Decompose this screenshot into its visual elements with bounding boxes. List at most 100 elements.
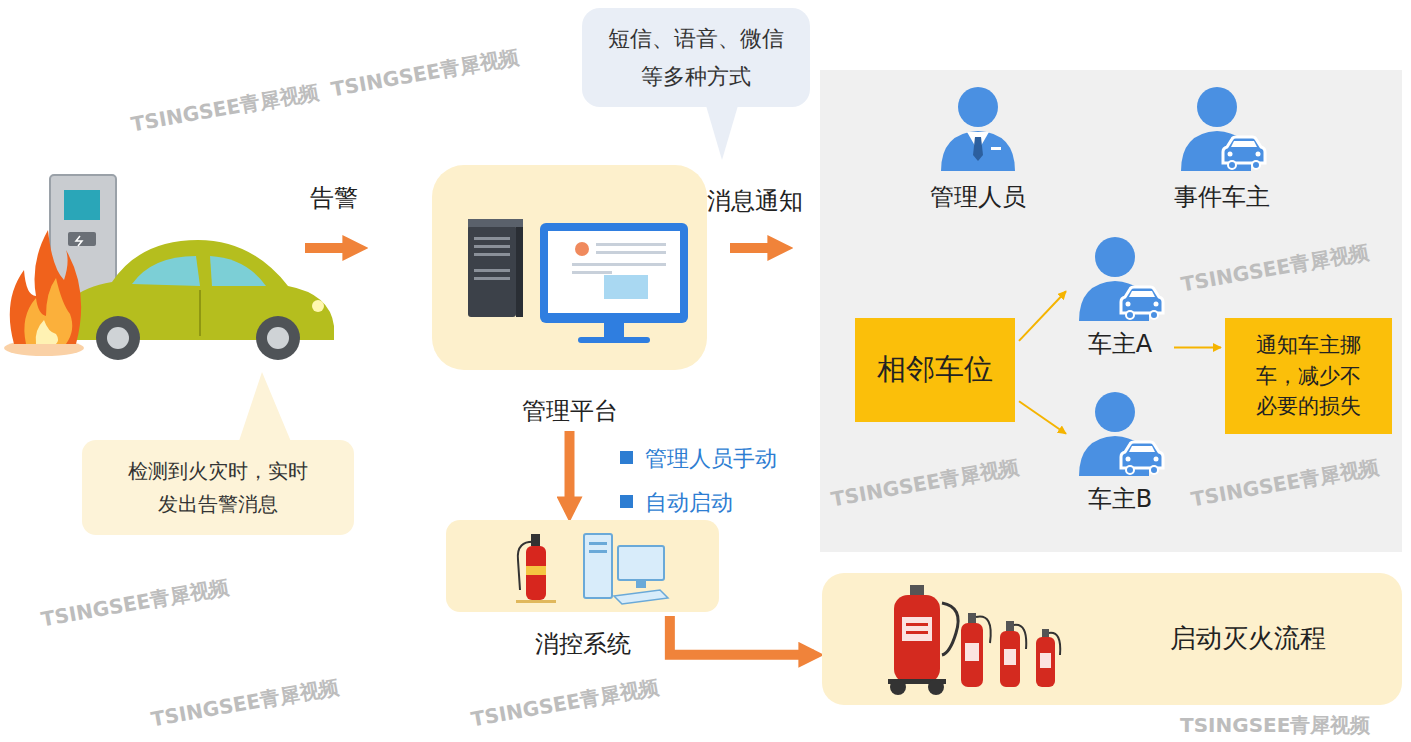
car-illustration: [312, 300, 324, 312]
watermark-text: TSINGSEE青犀视频: [1189, 454, 1381, 514]
extinguisher-group-icon: [1036, 637, 1055, 687]
server-monitor-icon: [468, 219, 523, 227]
charger-illustration: [68, 232, 96, 246]
node-text: 短信、语音、微信 等多种方式: [603, 20, 789, 95]
node-text: 启动灭火流程: [1170, 622, 1326, 656]
extinguisher-group-icon: [894, 595, 940, 683]
alarm-arrow: [305, 243, 358, 253]
person-node: 车主A: [1070, 235, 1170, 360]
watermark-text: TSINGSEE青犀视频: [329, 44, 521, 104]
owner-person-icon: [1228, 161, 1236, 169]
owner-person-icon: [1075, 235, 1165, 321]
flame-illustration: [36, 320, 58, 344]
server-monitor-icon: [572, 263, 666, 266]
extinguisher-group-icon: [1006, 621, 1014, 631]
server-monitor-icon: [474, 269, 510, 272]
fire-control-icon: [526, 566, 546, 575]
fire-control-icon: [636, 580, 646, 588]
owner-person-icon: [1223, 137, 1265, 163]
extinguisher-group-icon: [1004, 649, 1016, 665]
bullet-label: 自动启动: [645, 488, 733, 518]
car-illustration: [96, 316, 140, 360]
charger-illustration: [76, 236, 82, 246]
fire-control-icon: [618, 546, 664, 580]
extinguisher-group-icon: [965, 643, 979, 661]
fire-control-icon: [531, 534, 540, 546]
flow-arrow: [565, 431, 575, 512]
owner-person-icon: [1256, 152, 1261, 157]
owner-person-icon: [1228, 152, 1233, 157]
server-monitor-icon: [516, 223, 523, 317]
manager-person-icon: [941, 131, 1015, 171]
extinguisher-group-icon: [1000, 621, 1026, 687]
extinguisher-group-icon: [906, 631, 928, 634]
owner-person-icon: [1154, 457, 1159, 462]
manager-person-icon: [973, 137, 983, 161]
arrow-label: 消息通知: [707, 185, 803, 217]
watermark-text: TSINGSEE青犀视频: [129, 79, 321, 139]
owner-person-icon: [1231, 141, 1257, 147]
node-text: 相邻车位: [877, 351, 993, 389]
server-monitor-icon: [578, 337, 650, 343]
node-text: 车主B: [1088, 483, 1152, 515]
extinguisher-group-icon: [1042, 629, 1049, 638]
fire-control-icon: [614, 590, 668, 604]
flow-arrow: [1019, 291, 1066, 341]
server-monitor-icon: [474, 253, 510, 256]
node-text: 检测到火灾时，实时 发出告警消息: [122, 455, 314, 521]
owner-person-icon: [1197, 87, 1237, 127]
bullet-square: [620, 495, 633, 508]
node-text: 车主A: [1088, 328, 1152, 360]
car-illustration: [132, 256, 200, 286]
flame-illustration: [10, 230, 81, 344]
server-monitor-icon: [604, 323, 624, 337]
owner-person-icon: [1223, 137, 1265, 169]
box-shape: [446, 520, 719, 612]
callout-tail: [238, 372, 292, 444]
car-illustration: [267, 327, 289, 349]
node-text: 管理人员: [930, 181, 1026, 213]
fire-control-icon: [584, 534, 612, 598]
extinguisher-group-icon: [961, 613, 991, 687]
node-text: 通知车主挪 车，减少不 必要的损失: [1249, 330, 1369, 421]
extinguisher-group-icon: [961, 623, 983, 687]
server-monitor-icon: [575, 242, 589, 256]
charger-illustration: [64, 190, 100, 220]
fire-control-icon: [589, 550, 607, 553]
server-monitor-icon: [572, 271, 612, 274]
owner-person-icon: [1126, 302, 1131, 307]
watermark-text: TSINGSEE青犀视频: [149, 674, 341, 734]
owner-person-icon: [1154, 302, 1159, 307]
process-box: 相邻车位: [855, 318, 1015, 422]
node-text: 管理平台: [522, 395, 618, 427]
system-box: 消控系统: [446, 520, 719, 660]
server-monitor-icon: [474, 277, 510, 280]
server-monitor-icon: [474, 245, 510, 248]
owner-person-icon: [1129, 446, 1155, 452]
watermark-text: TSINGSEE青犀视频: [1179, 239, 1371, 299]
owner-person-icon: [1150, 311, 1158, 319]
note-box: 通知车主挪 车，减少不 必要的损失: [1225, 318, 1392, 434]
server-monitor-icon: [432, 165, 707, 370]
server-monitor-icon: [604, 275, 648, 299]
watermark-text: TSINGSEE青犀视频: [829, 454, 1021, 514]
extinguisher-group-icon: [1040, 653, 1051, 668]
extinguisher-group-icon: [942, 603, 958, 655]
person-node: 管理人员: [918, 85, 1038, 213]
flow-arrow: [1019, 401, 1066, 434]
watermark-text: TSINGSEE青犀视频: [469, 674, 661, 734]
owner-person-icon: [1095, 392, 1135, 432]
owner-person-icon: [1121, 287, 1163, 319]
extinguisher-group-icon: [906, 623, 928, 626]
owner-person-icon: [1252, 161, 1260, 169]
server-monitor-icon: [474, 237, 510, 240]
fire-control-icon: [589, 542, 607, 545]
owner-person-icon: [1126, 311, 1134, 319]
manager-person-icon: [991, 147, 1001, 150]
platform-box: 管理平台: [432, 165, 707, 427]
car-illustration: [58, 240, 334, 360]
server-monitor-icon: [468, 225, 516, 317]
person-node: 车主B: [1070, 390, 1170, 515]
manager-person-icon: [958, 87, 998, 127]
flame-illustration: [4, 230, 84, 356]
